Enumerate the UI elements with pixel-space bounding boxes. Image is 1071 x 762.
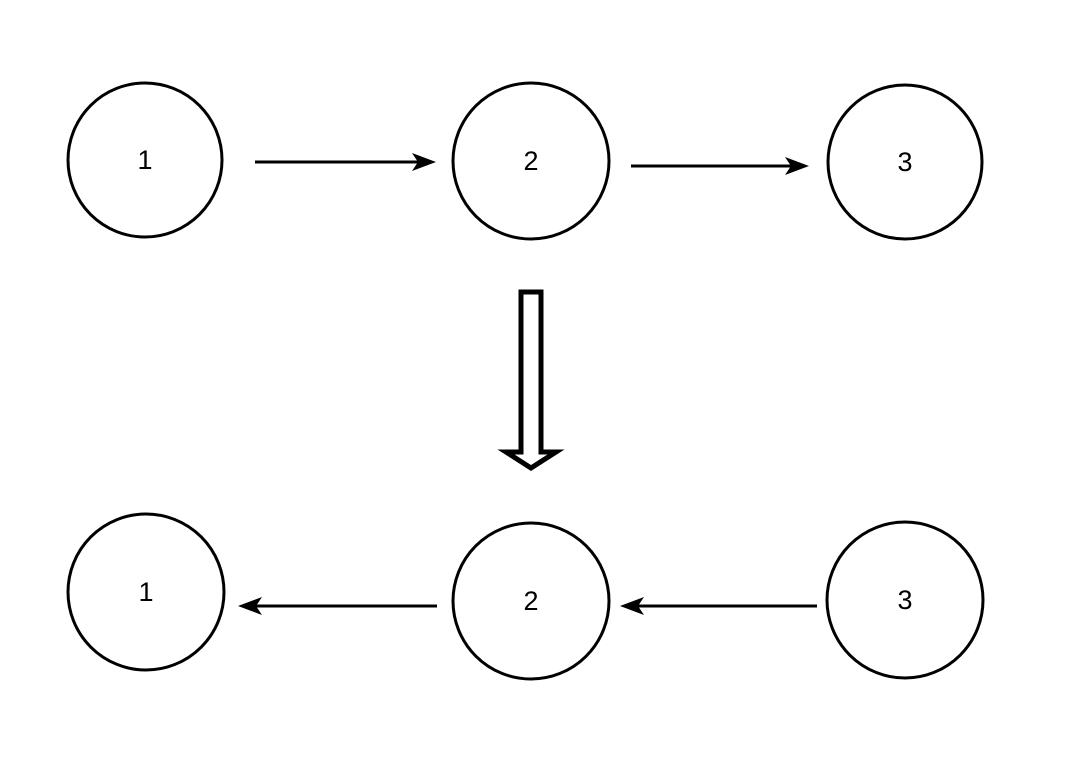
edge-after-2-to-1 (238, 597, 437, 615)
node-before-1[interactable]: 1 (66, 81, 224, 239)
arrowhead-right-icon (785, 157, 809, 175)
arrowhead-left-icon (238, 597, 262, 615)
node-before-3[interactable]: 3 (826, 83, 984, 241)
arrowhead-right-icon (412, 153, 436, 171)
node-circle[interactable] (826, 83, 984, 241)
node-circle[interactable] (451, 81, 611, 241)
node-label: 2 (523, 586, 538, 616)
arrowhead-left-icon (620, 597, 644, 615)
node-label: 1 (137, 145, 152, 175)
node-circle[interactable] (66, 512, 226, 672)
graph-after: 1 2 3 (66, 512, 985, 681)
node-after-3[interactable]: 3 (825, 520, 985, 680)
edge-before-1-to-2 (255, 153, 436, 171)
node-circle[interactable] (825, 520, 985, 680)
transform-down-arrow-icon (497, 289, 565, 471)
node-circle[interactable] (451, 521, 611, 681)
node-after-1[interactable]: 1 (66, 512, 226, 672)
edge-after-3-to-2 (620, 597, 817, 615)
node-circle[interactable] (66, 81, 224, 239)
node-label: 3 (897, 147, 912, 177)
node-label: 1 (138, 577, 153, 607)
edge-before-2-to-3 (631, 157, 809, 175)
graph-before: 1 2 3 (66, 81, 984, 241)
node-after-2[interactable]: 2 (451, 521, 611, 681)
node-before-2[interactable]: 2 (451, 81, 611, 241)
transform-arrow-shape (497, 289, 565, 471)
node-label: 2 (523, 146, 538, 176)
node-label: 3 (897, 585, 912, 615)
